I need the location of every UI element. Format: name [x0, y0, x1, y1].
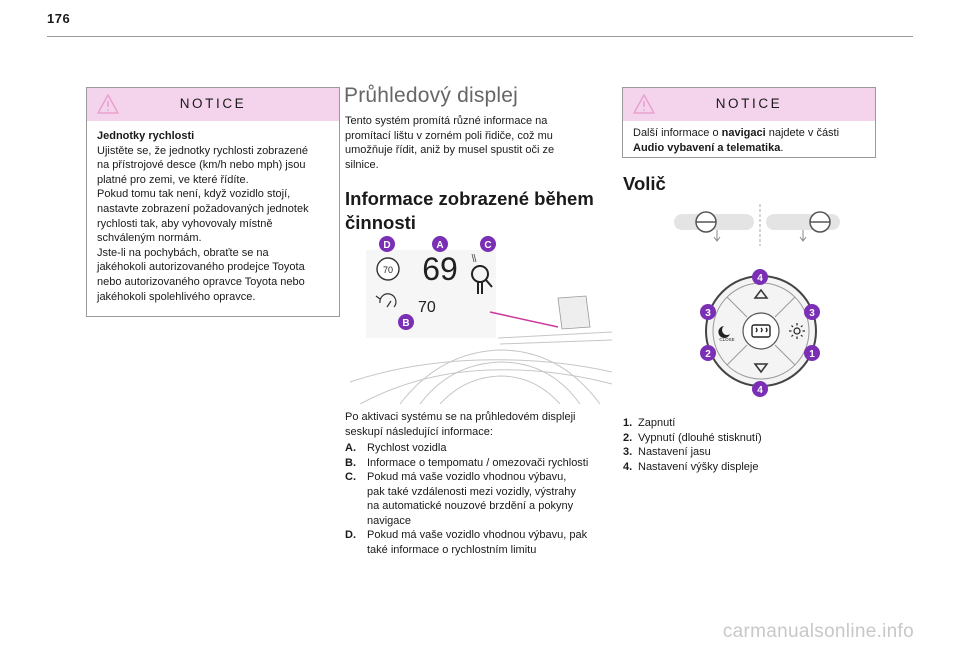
svg-text:4: 4 — [757, 385, 763, 396]
cruise-control-icon — [375, 293, 397, 308]
list-item: A. Rychlost vozidla — [345, 442, 447, 454]
notice-title: NOTICE — [715, 96, 783, 111]
list-item: D. Pokud má vaše vozidlo vhodnou výbavu,… — [345, 529, 588, 556]
notice-heading: Jednotky rychlosti — [97, 130, 195, 142]
list-item: 4.Nastavení výšky displeje — [623, 460, 759, 473]
defrost-icon — [751, 324, 771, 338]
callout-a: A — [432, 236, 448, 252]
list-item: 1.Zapnutí — [623, 417, 676, 429]
notice-line: nebo autorizovaného opravce Toyota nebo — [97, 275, 305, 288]
notice-line: na přístrojové desce (km/h nebo mph) jso… — [97, 159, 306, 172]
cruise-speed-value: 70 — [418, 299, 436, 316]
dashboard-outline — [350, 331, 613, 404]
svg-text:3: 3 — [809, 308, 815, 319]
road-marker-icon — [471, 253, 477, 263]
dial-callouts: 4 3 3 2 1 4 — [700, 269, 820, 397]
notice-box-navigation: NOTICE Další informace o navigaci najdet… — [622, 87, 876, 158]
notice-line: schváleným normám. — [97, 232, 202, 245]
notice-line: platné pro zemi, ve které řídíte. — [97, 173, 249, 186]
list-item: 2.Vypnutí (dlouhé stisknutí) — [623, 431, 762, 444]
svg-text:1: 1 — [809, 349, 815, 360]
notice-line: jakéhokoli spolehlivého opravce. — [97, 290, 256, 303]
list-item: 3.Nastavení jasu — [623, 446, 711, 458]
svg-text:D: D — [383, 240, 390, 251]
notice-header: NOTICE — [623, 88, 875, 121]
callout-3-right: 3 — [804, 304, 820, 320]
moon-icon — [718, 326, 730, 338]
hud-info-list: A. Rychlost vozidla B. Informace o tempo… — [345, 441, 617, 557]
callout-d: D — [379, 236, 395, 252]
warning-icon — [97, 94, 119, 114]
warning-icon — [633, 94, 655, 114]
svg-text:B: B — [402, 318, 409, 329]
notice-body: Jednotky rychlosti Ujistěte se, že jedno… — [87, 121, 339, 312]
notice-line: nastavte zobrazení požadovaných jednotek — [97, 202, 309, 215]
notice-line: rychlosti tak, aby vyhovovaly místně — [97, 217, 273, 230]
section-title-hud: Průhledový displej — [344, 84, 519, 107]
svg-text:C: C — [484, 240, 491, 251]
notice-line: jakéhokoli autorizovaného prodejce Toyot… — [97, 261, 305, 274]
notice-title: NOTICE — [179, 96, 247, 111]
callout-4-top: 4 — [752, 269, 768, 285]
down-arrow-icon — [753, 363, 769, 374]
notice-header: NOTICE — [87, 88, 339, 121]
notice-line: Jste-li na pochybách, obraťte se na — [97, 246, 269, 259]
svg-text:4: 4 — [757, 273, 763, 284]
header-rule — [47, 36, 913, 37]
callout-c: C — [480, 236, 496, 252]
sun-icon — [789, 323, 805, 339]
page-number: 176 — [47, 11, 71, 26]
notice-body: Další informace o navigaci najdete v čás… — [633, 127, 840, 154]
steering-position-figure — [674, 204, 840, 246]
callout-3-left: 3 — [700, 304, 716, 320]
selector-dial-figure: CLOSE 4 3 3 2 1 4 — [700, 269, 820, 397]
notice-line: Pokud tomu tak není, když vozidlo stojí, — [97, 188, 291, 201]
intro-paragraph: Tento systém promítá různé informace na … — [345, 115, 555, 171]
svg-text:2: 2 — [705, 349, 711, 360]
steering-wheel-left — [674, 211, 754, 242]
activation-paragraph: Po aktivaci systému se na průhledovém di… — [345, 411, 576, 438]
current-speed-value: 69 — [422, 251, 458, 287]
close-label: CLOSE — [719, 337, 734, 342]
selector-function-list: 1.Zapnutí 2.Vypnutí (dlouhé stisknutí) 3… — [623, 416, 873, 474]
dial-segment-dividers — [726, 296, 796, 366]
speed-limit-sign-icon — [376, 257, 400, 281]
notice-line: Ujistěte se, že jednotky rychlosti zobra… — [97, 144, 308, 157]
callout-4-bottom: 4 — [752, 381, 768, 397]
up-arrow-icon — [753, 288, 769, 299]
speed-limit-value: 70 — [383, 265, 393, 275]
svg-text:3: 3 — [705, 308, 711, 319]
steering-wheel-right — [766, 211, 840, 242]
watermark[interactable]: carmanualsonline.info — [722, 621, 914, 642]
subsection-title: Informace zobrazené během činnosti — [345, 188, 594, 233]
projection-line — [489, 311, 559, 328]
list-item: B. Informace o tempomatu / omezovači ryc… — [345, 456, 589, 469]
callout-b: B — [398, 314, 414, 330]
section-title-selector: Volič — [623, 173, 666, 194]
callout-2: 2 — [700, 345, 716, 361]
navigation-arrow-icon — [471, 265, 493, 294]
list-item: C. Pokud má vaše vozidlo vhodnou výbavu,… — [345, 471, 576, 527]
combiner-screen — [557, 295, 591, 330]
svg-text:A: A — [436, 240, 443, 251]
hud-figure: 70 69 70 D A C — [350, 236, 613, 404]
callout-1: 1 — [804, 345, 820, 361]
notice-box-speed-units: NOTICE Jednotky rychlosti Ujistěte se, ž… — [86, 87, 340, 317]
